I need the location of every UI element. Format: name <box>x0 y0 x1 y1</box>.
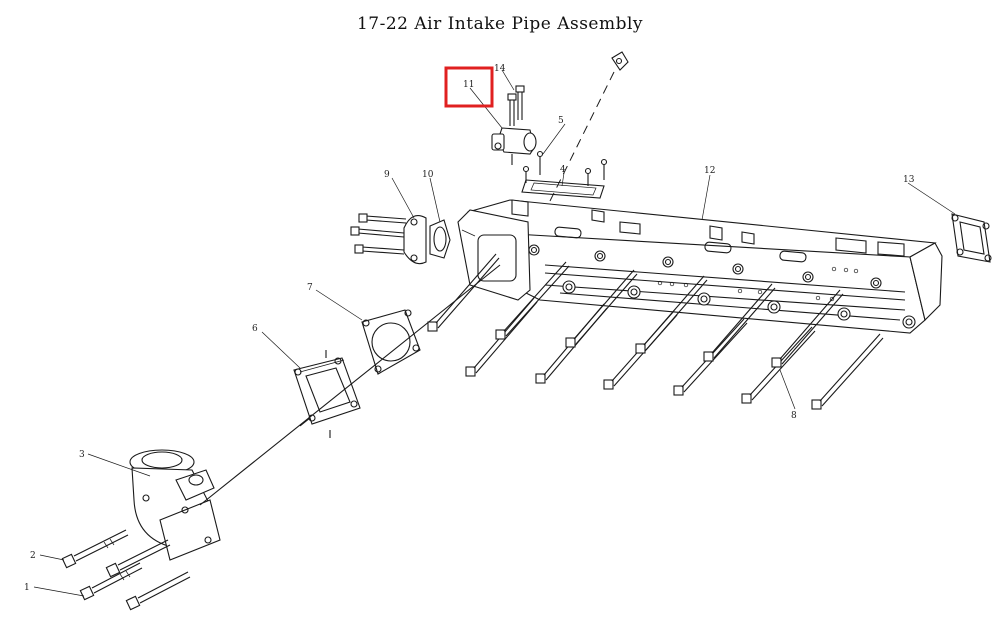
callout-4: 4 <box>560 165 566 175</box>
callout-5: 5 <box>558 116 564 126</box>
gasket-part-7 <box>361 309 421 375</box>
end-gasket-part-13 <box>951 213 992 263</box>
callout-11: 11 <box>463 80 474 90</box>
assembly-centerline-inlet <box>199 264 501 506</box>
callout-13: 13 <box>903 175 915 185</box>
bolts-part-14 <box>507 85 525 126</box>
callout-3: 3 <box>79 450 85 460</box>
air-inlet-elbow-part-3 <box>129 449 221 561</box>
connector-plug <box>611 51 629 71</box>
intake-manifold-body <box>457 199 943 334</box>
callout-7: 7 <box>307 283 313 293</box>
diagram-title: 17-22 Air Intake Pipe Assembly <box>356 14 644 34</box>
bolts-part-9 <box>350 213 407 255</box>
flange-part-9 <box>403 215 427 265</box>
callout-14: 14 <box>494 64 506 74</box>
screws-part-5 <box>522 150 608 186</box>
leader-lines <box>33 69 956 597</box>
gasket-part-10 <box>429 219 451 259</box>
manifold-bolts-part-8 <box>427 253 884 410</box>
manifold-bolt-bosses <box>528 244 916 329</box>
callout-1: 1 <box>24 583 30 593</box>
callout-9: 9 <box>384 170 390 180</box>
callout-12: 12 <box>704 166 715 176</box>
callout-2: 2 <box>30 551 36 561</box>
adapter-flange-part-6 <box>293 350 361 438</box>
elbow-bolts <box>105 539 191 611</box>
highlight-box-part-11[interactable] <box>444 66 494 108</box>
assembly-centerline-sensor <box>547 71 615 206</box>
callout-6: 6 <box>252 324 258 334</box>
bolt-part-2 <box>61 529 129 569</box>
bolt-part-1 <box>79 562 143 601</box>
pressure-sensor-part-11 <box>491 127 537 165</box>
callout-labels: 1 2 3 4 5 6 7 8 9 10 11 12 13 14 <box>24 64 915 593</box>
callout-10: 10 <box>422 170 434 180</box>
callout-8: 8 <box>791 411 797 421</box>
manifold-rail-holes <box>657 266 859 302</box>
sensor-plate-part-4 <box>521 179 605 199</box>
